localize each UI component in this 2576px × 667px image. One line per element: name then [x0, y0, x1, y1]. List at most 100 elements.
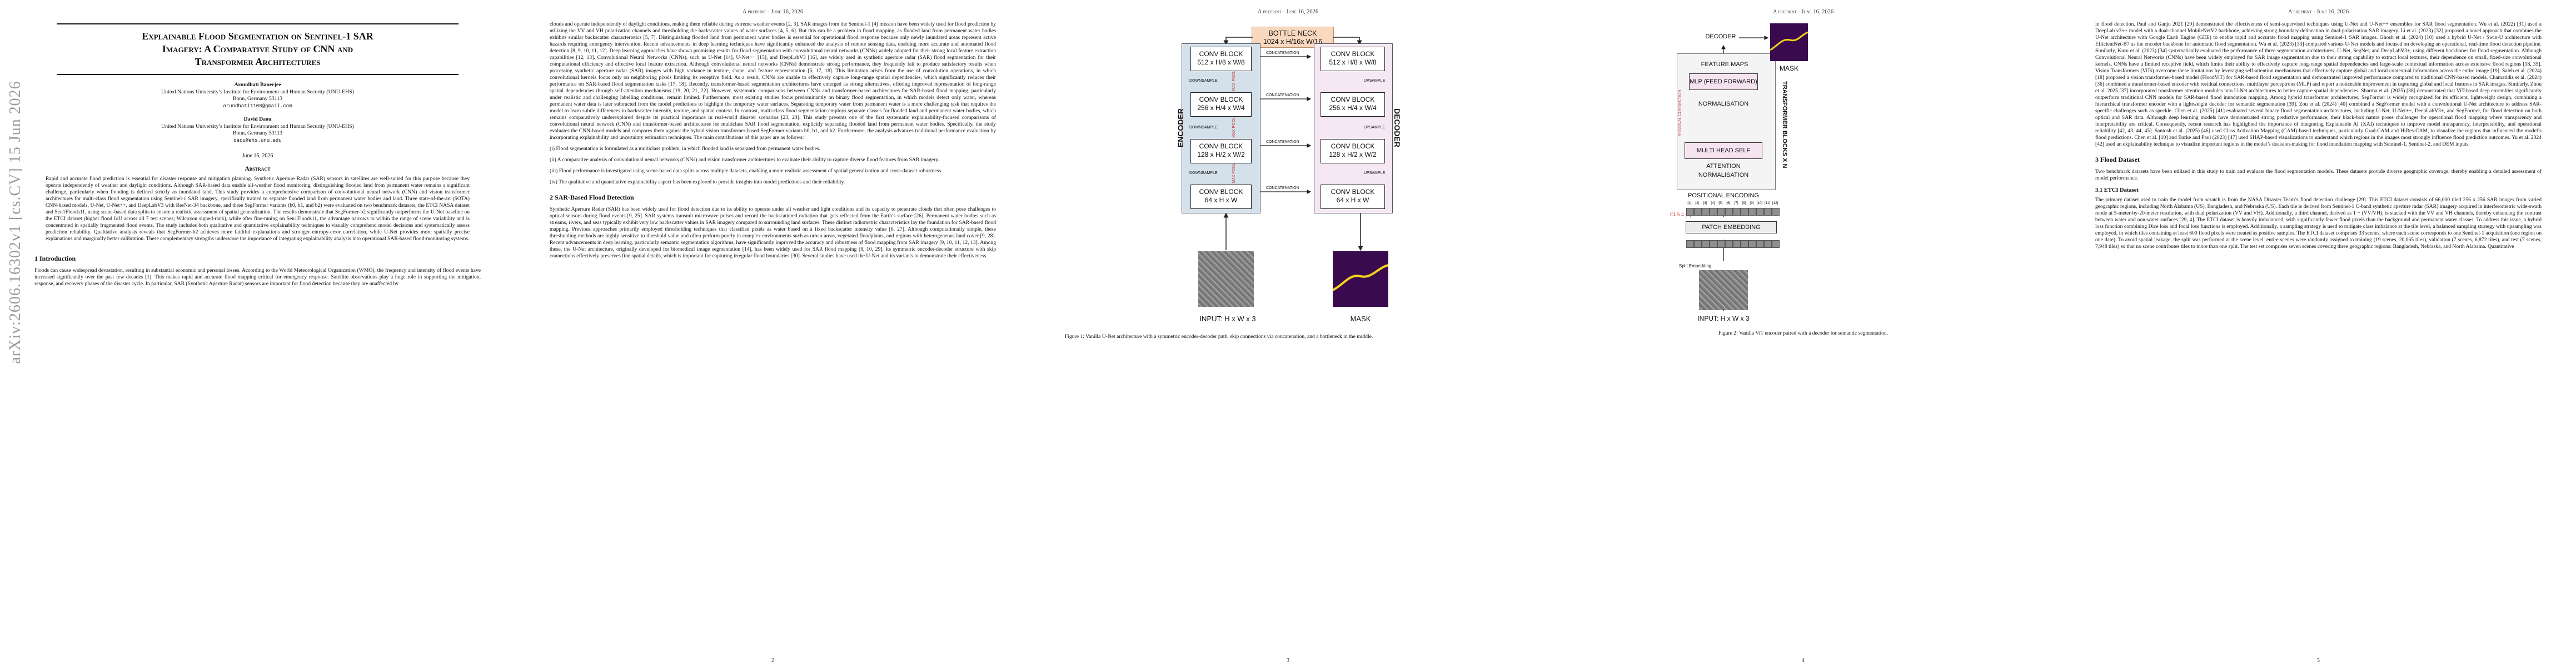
mhsa-box: MULTI HEAD SELF ATTENTION	[1685, 142, 1762, 170]
token-patch	[1702, 208, 1710, 216]
mask-label: MASK	[1350, 315, 1371, 323]
contribution-1: (i) Flood segmentation is formulated as …	[550, 146, 821, 152]
token-patch	[1764, 208, 1772, 216]
intro-paragraph: Floods can cause widespread devastation,…	[34, 267, 481, 287]
downsample-label-2: DOWNSAMPLE	[1189, 126, 1218, 130]
token-index-label: [2]	[1695, 201, 1700, 205]
maxpool-label-1: MAX POOL	[1232, 71, 1236, 91]
upsample-label-2: UPSAMPLE	[1364, 126, 1386, 130]
token-index-label: [9]	[1750, 201, 1754, 205]
token-index-label: [5]	[1718, 201, 1723, 205]
unet-figure: BOTTLE NECK 1024 x H/16x W/16	[1030, 0, 1546, 667]
token-patch	[1772, 208, 1780, 216]
feature-maps-label: FEATURE MAPS	[1701, 61, 1748, 68]
running-head: A preprint - June 16, 2026	[1772, 9, 1834, 15]
section-2-paragraph: Synthetic Aperture Radar (SAR) has been …	[550, 206, 996, 259]
token-patch	[1733, 208, 1741, 216]
token-patch	[1710, 208, 1717, 216]
token-index-label: [6]	[1726, 201, 1731, 205]
vit-mask-image	[1770, 23, 1808, 61]
image-patch	[1710, 240, 1717, 248]
related-work-paragraph: in flood detection. Paul and Ganju 2021 …	[2095, 21, 2542, 147]
page-number: 2	[771, 658, 774, 664]
image-patch	[1725, 240, 1733, 248]
vit-input-image	[1699, 270, 1748, 310]
cls-token-label: CLS = [0]	[1670, 212, 1691, 217]
encoder-block-2: CONV BLOCK 256 x H/4 x W/4	[1190, 92, 1252, 117]
page-2: A preprint - June 16, 2026 clouds and op…	[515, 0, 1030, 667]
running-head: A preprint - June 16, 2026	[1257, 9, 1319, 15]
token-index-label: [12]	[1772, 201, 1778, 205]
title-rule-top	[57, 23, 459, 24]
token-patch	[1748, 208, 1756, 216]
token-patch	[1725, 208, 1733, 216]
token-index-label: [7]	[1734, 201, 1738, 205]
title-rule-bottom	[57, 74, 459, 75]
figure-2-caption: Figure 2: Vanilla ViT encoder paired wit…	[1718, 330, 1889, 336]
token-index-label: [11]	[1764, 201, 1771, 205]
downsample-label-1: DOWNSAMPLE	[1189, 79, 1218, 83]
author-block-2: David Daou United Nations University’s I…	[34, 116, 481, 144]
image-patch	[1772, 240, 1780, 248]
contribution-4: (iv) The qualitative and quantitative ex…	[550, 179, 845, 185]
image-patch	[1694, 240, 1702, 248]
maxpool-label-2: MAX POOL	[1232, 117, 1236, 138]
output-mask-image	[1332, 251, 1389, 307]
paper-date: June 16, 2026	[242, 153, 273, 159]
image-patch	[1733, 240, 1741, 248]
image-patch	[1717, 240, 1725, 248]
token-patch	[1756, 208, 1764, 216]
upsample-label-1: UPSAMPLE	[1364, 79, 1386, 83]
section-1-heading: 1 Introduction	[34, 255, 76, 262]
author1-email-link[interactable]: arundhati1108@gmail.com	[223, 103, 292, 109]
concat-label-1: CONCATENATION	[1266, 51, 1299, 55]
figure-1-caption: Figure 1: Vanilla U-Net architecture wit…	[1065, 334, 1373, 340]
intro-continued: clouds and operate independently of dayl…	[550, 21, 996, 141]
token-index-label: [1]	[1687, 201, 1692, 205]
image-patch	[1748, 240, 1756, 248]
page-5: A preprint - June 16, 2026 in flood dete…	[2061, 0, 2576, 667]
input-sar-image	[1198, 251, 1254, 307]
paper-title: Explainable Flood Segmentation on Sentin…	[142, 31, 373, 67]
patch-row	[1686, 240, 1797, 249]
norm-box-1: NORMALISATION	[1698, 101, 1749, 107]
upsample-label-3: UPSAMPLE	[1364, 171, 1386, 175]
downsample-label-3: DOWNSAMPLE	[1189, 171, 1218, 175]
running-head: A preprint - June 16, 2026	[2288, 9, 2349, 15]
token-index-label: [4]	[1711, 201, 1715, 205]
mlp-box: MLP (FEED FORWARD)	[1689, 73, 1758, 90]
positional-encoding-label: POSITIONAL ENCODING	[1688, 192, 1759, 199]
concat-label-3: CONCATENATION	[1266, 140, 1299, 144]
decoder-block-4: CONV BLOCK 64 x H x W	[1321, 185, 1385, 209]
author2-email-link[interactable]: daou@ehs.unu.edu	[233, 137, 282, 143]
encoder-label: ENCODER	[1176, 108, 1185, 148]
concat-label-4: CONCATENATION	[1266, 186, 1299, 190]
token-row: [1][2][3][4][5][6][7][8][9][10][11][12]	[1686, 201, 1797, 220]
page-number: 5	[2317, 658, 2320, 664]
token-index-label: [10]	[1756, 201, 1763, 205]
token-patch	[1717, 208, 1725, 216]
vit-input-label: INPUT: H x W x 3	[1697, 315, 1750, 322]
token-patch	[1741, 208, 1748, 216]
token-patch	[1694, 208, 1702, 216]
decoder-block-3: CONV BLOCK 128 x H/2 x W/2	[1321, 139, 1385, 163]
token-index-label: [3]	[1703, 201, 1707, 205]
page-3: A preprint - June 16, 2026 BOTTLE NECK 1…	[1030, 0, 1546, 667]
section-3-paragraph: Two benchmark datasets have been utilize…	[2095, 168, 2542, 181]
image-patch	[1764, 240, 1772, 248]
vit-mask-label: MASK	[1779, 64, 1798, 72]
vit-figure: TRANSFORMER BLOCKS X N RESIDUAL CONNECTI…	[1546, 0, 2061, 667]
author-block-1: Arundhati Banerjee United Nations Univer…	[34, 82, 481, 109]
contribution-2: (ii) A comparative analysis of convoluti…	[550, 157, 939, 163]
patch-embedding-box: PATCH EMBEDDING	[1686, 221, 1777, 233]
decoder-block-2: CONV BLOCK 256 x H/4 x W/4	[1321, 92, 1385, 117]
encoder-block-4: CONV BLOCK 64 x H x W	[1190, 185, 1252, 209]
abstract-heading: Abstract	[245, 166, 271, 172]
vit-mask-flood-path	[1770, 31, 1808, 51]
concat-label-2: CONCATENATION	[1266, 93, 1299, 97]
token-patch	[1686, 208, 1694, 216]
abstract: Rapid and accurate flood prediction is e…	[46, 176, 470, 242]
section-3-heading: 3 Flood Dataset	[2095, 156, 2140, 163]
decoder-label: DECODER	[1393, 108, 1402, 147]
residual-label-1: RESIDUAL CONNECTION	[1678, 89, 1682, 137]
